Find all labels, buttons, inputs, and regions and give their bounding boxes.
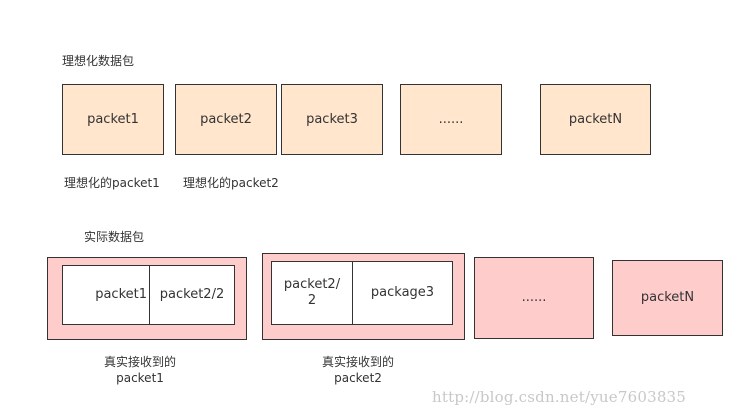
actual-caption-2-line2: packet2 — [334, 371, 382, 385]
ideal-packet-2: packet2 — [175, 84, 277, 155]
actual-caption-2: 真实接收到的 packet2 — [308, 354, 408, 386]
ideal-caption-1: 理想化的packet1 — [64, 176, 160, 190]
actual-group-1-cell-packet1: packet1 — [62, 265, 150, 325]
actual-caption-1: 真实接收到的 packet1 — [90, 354, 190, 386]
actual-group-2-cell-packet2-half: packet2/ 2 — [271, 261, 353, 325]
ideal-caption-2: 理想化的packet2 — [183, 176, 279, 190]
actual-packet-ellipsis: ...... — [474, 257, 594, 339]
actual-caption-1-line1: 真实接收到的 — [103, 355, 176, 369]
actual-group-1-cell-packet2-half: packet2/2 — [149, 265, 235, 325]
watermark-text: http://blog.csdn.net/yue7603835 — [432, 388, 687, 406]
actual-caption-1-line2: packet1 — [116, 371, 164, 385]
actual-group-2-cell-package3: package3 — [352, 261, 453, 325]
actual-packet-n: packetN — [612, 260, 723, 336]
actual-caption-2-line1: 真实接收到的 — [321, 355, 394, 369]
ideal-packet-1: packet1 — [62, 84, 164, 155]
ideal-packet-n: packetN — [540, 84, 651, 155]
actual-section-title: 实际数据包 — [84, 230, 145, 244]
ideal-section-title: 理想化数据包 — [62, 54, 135, 68]
ideal-packet-3: packet3 — [281, 84, 383, 155]
ideal-packet-ellipsis: ...... — [400, 84, 502, 155]
